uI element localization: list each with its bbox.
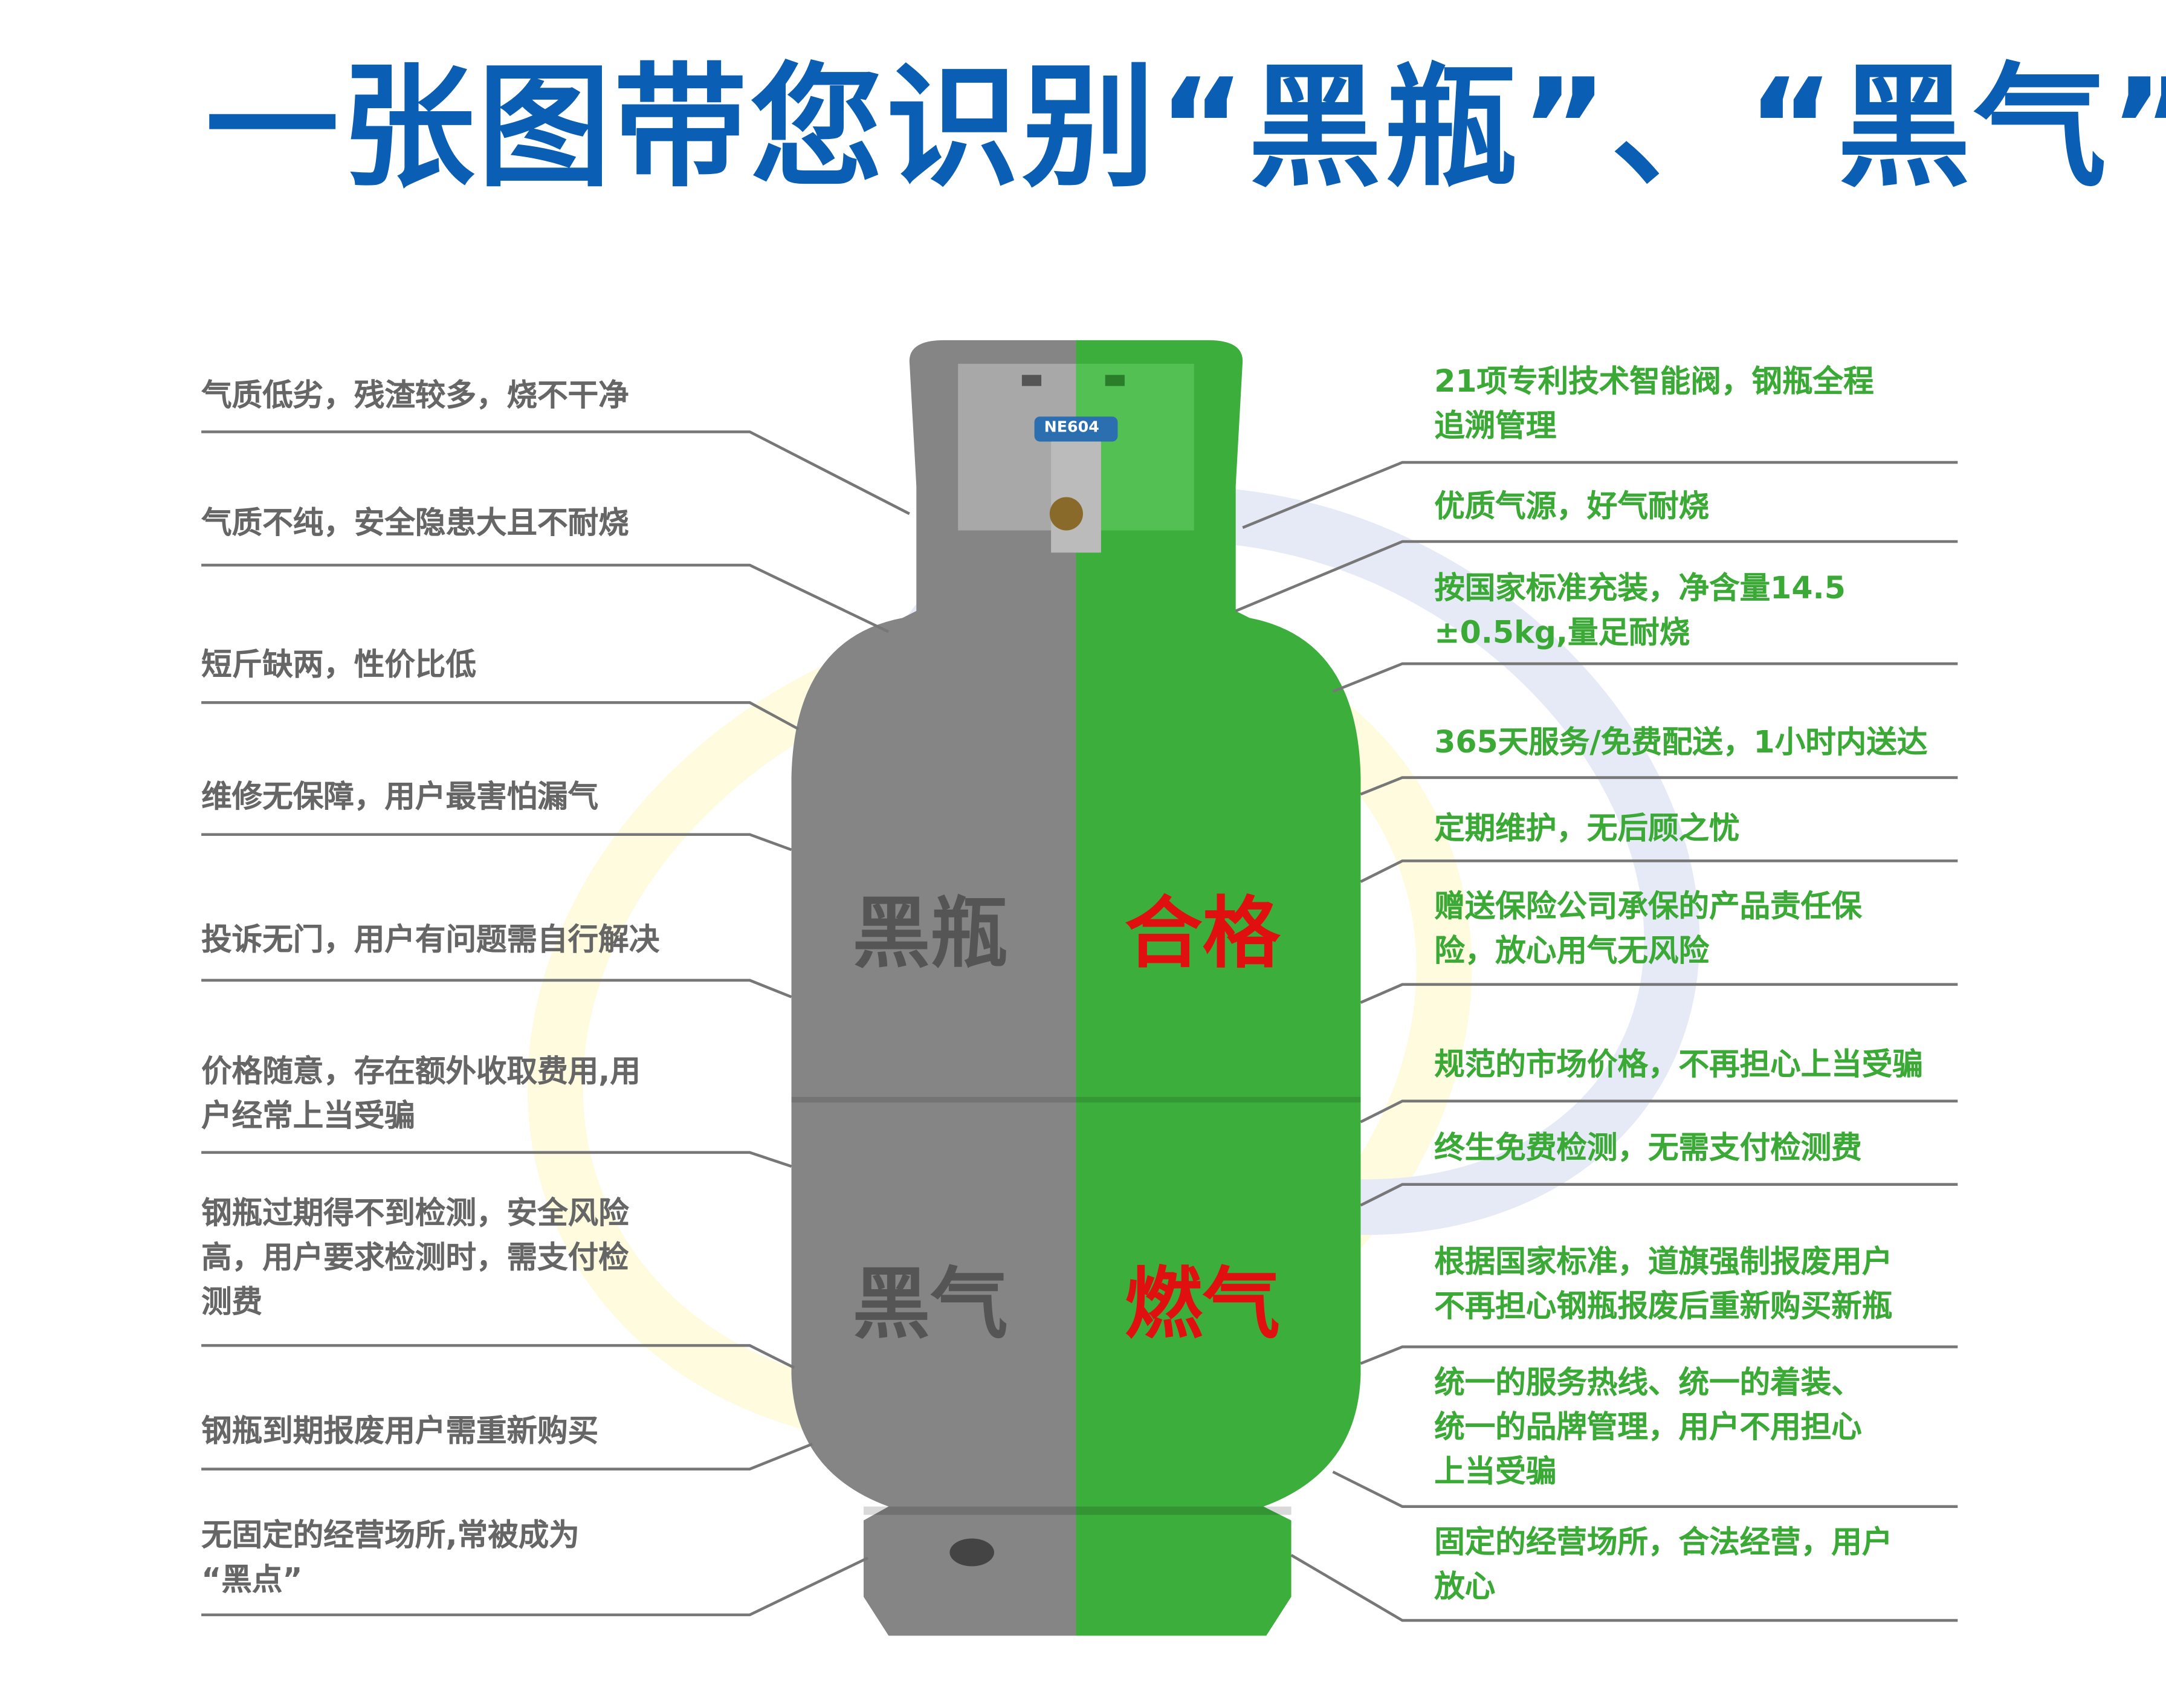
left-item-line: 投诉无门，用户有问题需自行解决 (201, 923, 660, 959)
left-item: 价格随意，存在额外收取费用,用户经常上当受骗 (201, 1051, 641, 1140)
valve-label: NE604 (1044, 418, 1099, 436)
left-item: 气质低劣，残渣较多，烧不干净 (201, 375, 629, 419)
left-item-line: 气质低劣，残渣较多，烧不干净 (201, 379, 629, 414)
right-item-line: 统一的品牌管理，用户不用担心 (1434, 1411, 1862, 1446)
left-item-line: 短斤缺两，性价比低 (201, 648, 477, 684)
right-item-line: 不再担心钢瓶报废后重新购买新瓶 (1434, 1290, 1893, 1325)
right-item: 统一的服务热线、统一的着装、统一的品牌管理，用户不用担心上当受骗 (1434, 1362, 1862, 1496)
left-item-line: 户经常上当受骗 (201, 1099, 415, 1134)
right-item-line: 险，放心用气无风险 (1434, 934, 1710, 969)
left-item: 气质不纯，安全隐患大且不耐烧 (201, 503, 629, 548)
right-item-line: 放心 (1434, 1570, 1496, 1605)
right-item-line: 终生免费检测，无需支付检测费 (1434, 1131, 1862, 1166)
right-item: 按国家标准充装，净含量14.5 ±0.5kg,量足耐烧 (1434, 568, 1846, 657)
bottle-label-gas: 燃气 (1124, 1260, 1281, 1351)
gas-cylinder (791, 340, 1361, 1636)
right-item: 21项专利技术智能阀，钢瓶全程追溯管理 (1434, 361, 1873, 450)
right-item: 终生免费检测，无需支付检测费 (1434, 1127, 1862, 1172)
leader-lines (201, 430, 1958, 1622)
left-item-line: 钢瓶到期报废用户需重新购买 (201, 1415, 599, 1450)
left-item-line: 维修无保障，用户最害怕漏气 (201, 780, 599, 815)
right-item-line: 固定的经营场所，合法经营，用户 (1434, 1525, 1893, 1561)
left-item-line: 价格随意，存在额外收取费用,用 (201, 1055, 641, 1090)
bottle-label-qualified: 合格 (1124, 889, 1281, 980)
bottle-label-black-bottle: 黑瓶 (852, 889, 1008, 980)
right-item-line: 上当受骗 (1434, 1455, 1557, 1490)
left-item-line: “黑点” (201, 1563, 303, 1599)
left-item-line: 测费 (201, 1286, 263, 1321)
left-item: 无固定的经营场所,常被成为 “黑点” (201, 1515, 580, 1603)
left-item: 钢瓶过期得不到检测，安全风险高，用户要求检测时，需支付检测费 (201, 1192, 629, 1326)
left-item: 维修无保障，用户最害怕漏气 (201, 776, 598, 821)
left-item-line: 气质不纯，安全隐患大且不耐烧 (201, 506, 629, 542)
right-item: 定期维护，无后顾之忧 (1434, 808, 1739, 853)
left-item: 投诉无门，用户有问题需自行解决 (201, 919, 659, 964)
page-title: 一张图带您识别“黑瓶”、“黑气” (205, 50, 2166, 206)
right-item-line: 规范的市场价格，不再担心上当受骗 (1434, 1048, 1923, 1083)
right-item-line: 21项专利技术智能阀，钢瓶全程 (1434, 365, 1874, 400)
right-item-line: ±0.5kg,量足耐烧 (1434, 616, 1690, 652)
right-item: 固定的经营场所，合法经营，用户放心 (1434, 1522, 1892, 1611)
right-item-line: 统一的服务热线、统一的着装、 (1434, 1366, 1862, 1402)
right-item-line: 赠送保险公司承保的产品责任保 (1434, 890, 1862, 925)
right-item: 规范的市场价格，不再担心上当受骗 (1434, 1044, 1923, 1089)
bottle-label-black-gas: 黑气 (852, 1260, 1008, 1351)
left-item-line: 钢瓶过期得不到检测，安全风险 (201, 1197, 629, 1232)
right-item-line: 根据国家标准，道旗强制报废用户 (1434, 1245, 1893, 1281)
left-item: 钢瓶到期报废用户需重新购买 (201, 1411, 598, 1455)
right-item-line: 365天服务/免费配送，1小时内送达 (1434, 726, 1928, 761)
right-item: 赠送保险公司承保的产品责任保险，放心用气无风险 (1434, 886, 1862, 975)
right-item: 365天服务/免费配送，1小时内送达 (1434, 722, 1927, 767)
right-item: 根据国家标准，道旗强制报废用户不再担心钢瓶报废后重新购买新瓶 (1434, 1241, 1892, 1330)
left-item: 短斤缺两，性价比低 (201, 644, 476, 689)
left-item-line: 高，用户要求检测时，需支付检 (201, 1241, 629, 1276)
right-item-line: 按国家标准充装，净含量14.5 (1434, 572, 1846, 607)
right-item-line: 追溯管理 (1434, 409, 1557, 445)
right-item-line: 优质气源，好气耐烧 (1434, 490, 1710, 525)
left-item-line: 无固定的经营场所,常被成为 (201, 1519, 580, 1554)
right-item-line: 定期维护，无后顾之忧 (1434, 812, 1740, 847)
right-item: 优质气源，好气耐烧 (1434, 486, 1709, 531)
